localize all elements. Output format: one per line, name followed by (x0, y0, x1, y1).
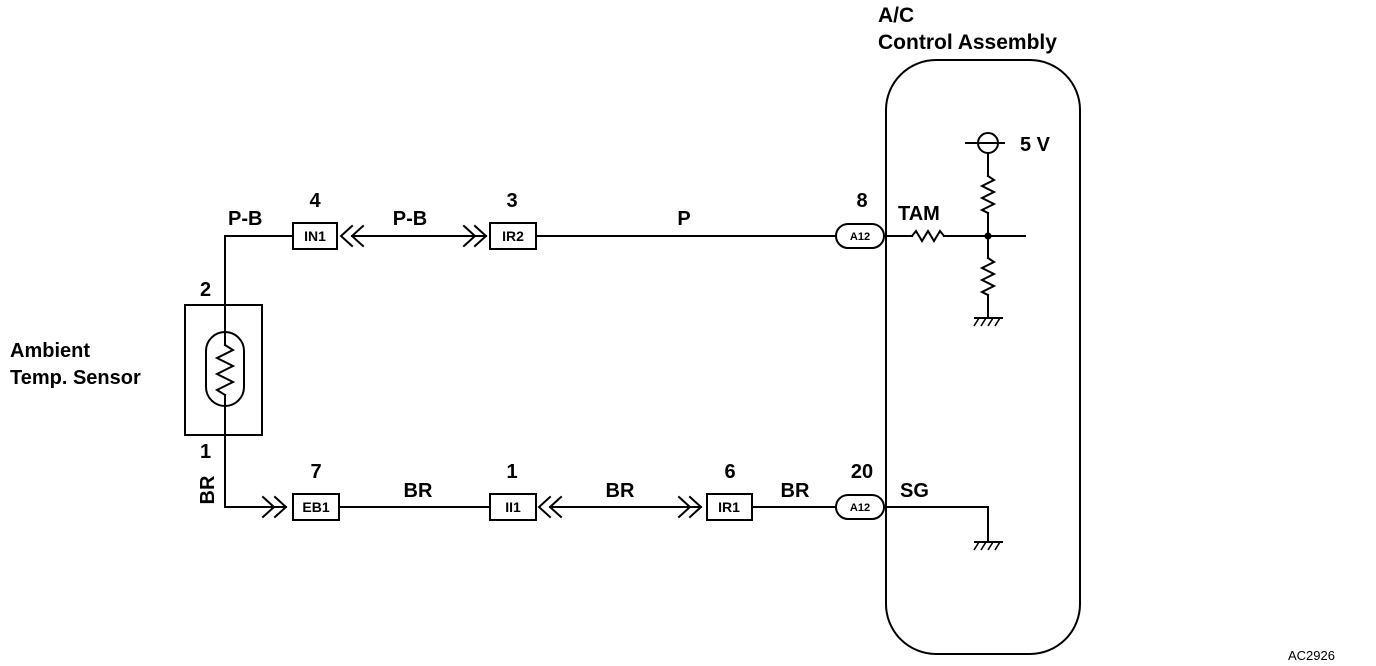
ground-icon (973, 317, 1003, 327)
chevron-left-icon (537, 495, 552, 519)
assembly-title-line1: A/C (878, 4, 914, 27)
chevron-right-icon (261, 495, 276, 519)
connector-ir1-name: IR1 (718, 499, 740, 515)
chevron-right-icon (273, 495, 288, 519)
wire-label-ii1-ir1: BR (606, 480, 635, 502)
sensor-housing (184, 304, 263, 436)
assembly-title-line2: Control Assembly (878, 31, 1057, 54)
connector-in1 (292, 222, 338, 250)
sg-line (883, 506, 989, 543)
supply-voltage-label: 5 V (1020, 134, 1051, 156)
wire-label-eb1-ii1: BR (404, 480, 433, 502)
chevron-right-icon (677, 495, 692, 519)
wire-sensor-to-in1 (224, 235, 294, 346)
connector-ii1 (489, 493, 537, 521)
sensor-name-line1: Ambient (10, 340, 90, 362)
tam-resistor-icon (910, 229, 946, 243)
connector-ii1-name: II1 (505, 499, 521, 515)
connector-a12-top-pin: 8 (856, 190, 867, 212)
wire-label-ir1-a12: BR (781, 480, 810, 502)
terminal-sg-label: SG (900, 480, 929, 502)
sensor-pin-bottom: 1 (200, 441, 211, 463)
ac-control-assembly-outline (885, 59, 1081, 655)
terminal-tam-label: TAM (898, 203, 940, 225)
chevron-left-icon (339, 224, 354, 248)
chevron-right-icon (688, 495, 703, 519)
connector-ir2-pin: 3 (506, 190, 517, 212)
pullup-resistor-icon (979, 174, 997, 215)
wire-label-sensor-in1: P-B (228, 208, 262, 230)
connector-a12-bottom-name: A12 (850, 502, 870, 514)
pulldown-resistor-icon (979, 256, 997, 297)
wire-label-in1-ir2: P-B (393, 208, 427, 230)
thermistor-icon (214, 343, 236, 397)
connector-ir2-name: IR2 (502, 228, 524, 244)
chevron-right-icon (473, 224, 488, 248)
wire-label-sensor-bottom: BR (197, 475, 219, 504)
connector-a12-top-name: A12 (850, 231, 870, 243)
connector-a12-bottom (835, 494, 885, 520)
connector-in1-pin: 4 (309, 190, 321, 212)
wire-label-ir2-a12: P (677, 208, 690, 230)
ground-icon (973, 541, 1003, 551)
connector-ir1-pin: 6 (724, 461, 735, 483)
sensor-name-line2: Temp. Sensor (10, 367, 141, 389)
figure-id: AC2926 (1288, 648, 1335, 663)
sensor-pin-top: 2 (200, 279, 211, 301)
wire-sensor-to-eb1 (224, 394, 287, 508)
connector-a12-bottom-pin: 20 (851, 461, 873, 483)
connector-eb1-name: EB1 (302, 499, 329, 515)
chevron-right-icon (462, 224, 477, 248)
connector-a12-top (835, 223, 885, 249)
connector-in1-name: IN1 (304, 228, 326, 244)
connector-eb1-pin: 7 (310, 461, 321, 483)
connector-ii1-pin: 1 (506, 461, 517, 483)
